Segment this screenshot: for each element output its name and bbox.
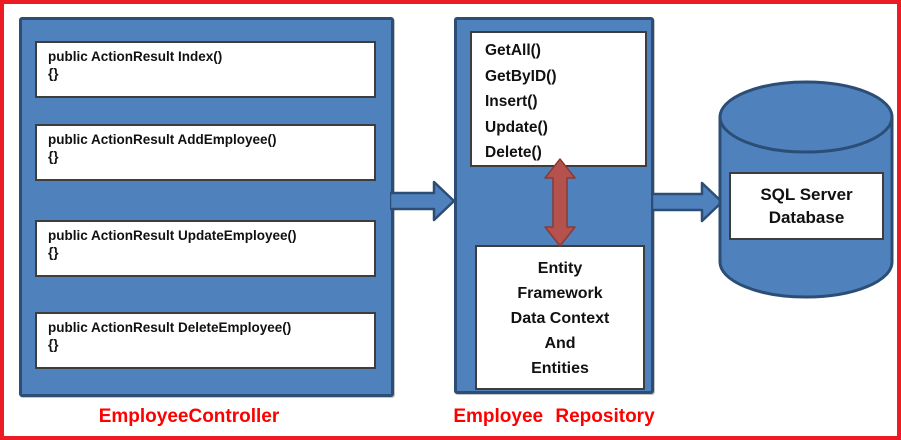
method-body: {} xyxy=(48,337,59,352)
method-body: {} xyxy=(48,66,59,81)
method-body: {} xyxy=(48,245,59,260)
method-signature: public ActionResult DeleteEmployee() xyxy=(48,320,292,335)
controller-method-delete-employee: public ActionResult DeleteEmployee() {} xyxy=(35,312,376,369)
ef-line: Data Context xyxy=(510,310,610,327)
controller-label: EmployeeController xyxy=(98,406,280,427)
right-arrow-icon xyxy=(652,181,724,223)
repository-label: Employee Repository xyxy=(453,406,655,427)
controller-method-update-employee: public ActionResult UpdateEmployee() {} xyxy=(35,220,376,277)
repository-operation: Delete() xyxy=(485,144,542,161)
repository-box: GetAll() GetByID() Insert() Update() Del… xyxy=(454,17,654,394)
repository-operation: Insert() xyxy=(485,93,538,110)
method-signature: public ActionResult Index() xyxy=(48,49,223,64)
right-arrow-icon xyxy=(390,180,456,222)
up-down-arrow-icon xyxy=(544,158,576,247)
controller-method-add-employee: public ActionResult AddEmployee() {} xyxy=(35,124,376,181)
entity-framework-box: Entity Framework Data Context And Entiti… xyxy=(475,245,645,390)
database-label-box: SQL Server Database xyxy=(729,172,884,240)
ef-line: And xyxy=(544,335,576,352)
repository-operations-box: GetAll() GetByID() Insert() Update() Del… xyxy=(470,31,647,167)
repository-operation: GetByID() xyxy=(485,67,557,85)
method-body: {} xyxy=(48,149,59,164)
repository-operation: GetAll() xyxy=(485,42,541,59)
repository-operation: Update() xyxy=(485,118,548,136)
method-signature: public ActionResult UpdateEmployee() xyxy=(48,228,297,243)
ef-line: Entity xyxy=(537,260,583,277)
controller-box: public ActionResult Index() {} public Ac… xyxy=(19,17,394,397)
method-signature: public ActionResult AddEmployee() xyxy=(48,132,277,147)
ef-line: Entities xyxy=(531,360,589,377)
controller-method-index: public ActionResult Index() {} xyxy=(35,41,376,98)
database-label-line: Database xyxy=(768,208,845,227)
database-label-line: SQL Server xyxy=(760,185,853,204)
ef-line: Framework xyxy=(517,285,603,302)
